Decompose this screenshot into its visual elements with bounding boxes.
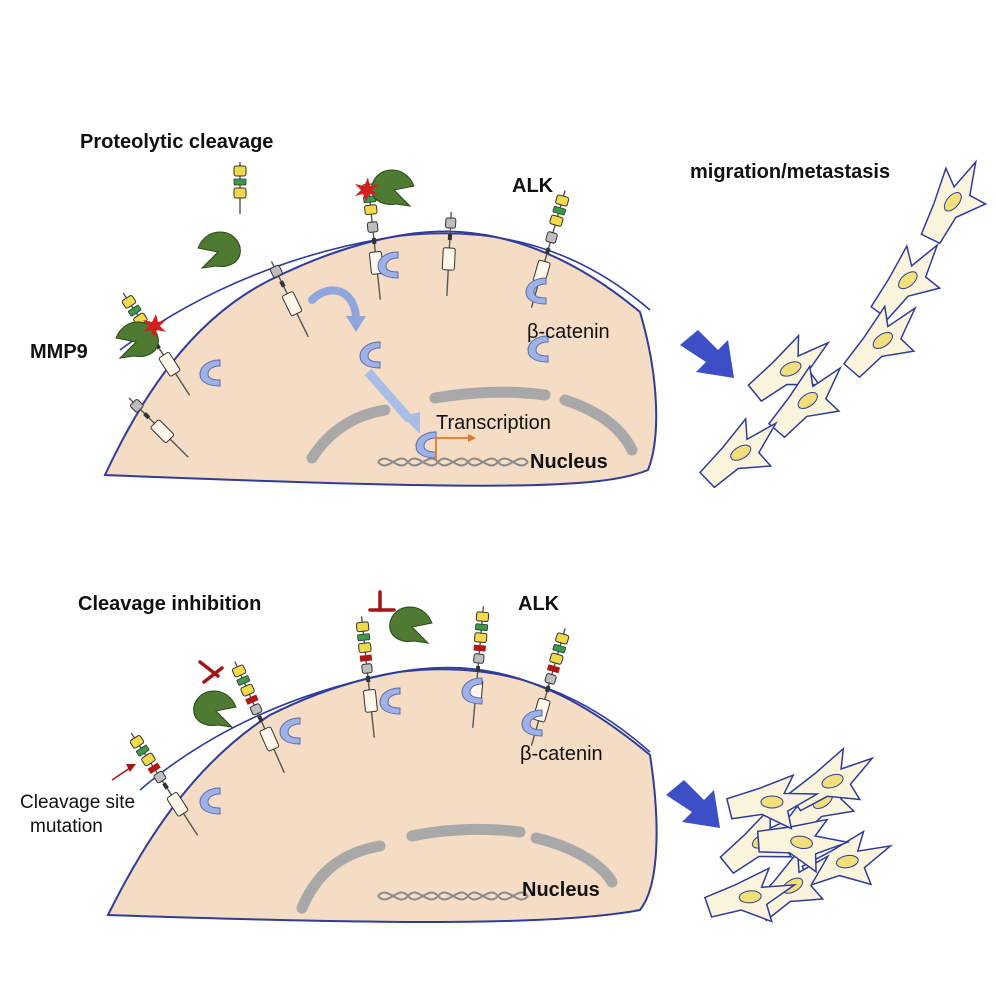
bottom-nuclear-envelope [296,840,386,914]
bottom-nuclear-envelope-3 [530,832,618,888]
bottom-clustered-cells [701,745,893,931]
bottom-mutation-label-line2: mutation [30,816,103,837]
bottom-mmp9-protease-icon [193,690,237,728]
top-nuclear-envelope-2 [429,386,551,404]
bottom-nuclear-envelope-2 [406,823,526,842]
top-transcription-label: Transcription [436,412,551,434]
top-nuclear-envelope-3 [559,394,638,456]
bottom-nucleus-label: Nucleus [522,879,600,901]
bottom-mutation-pointer [111,767,131,781]
top-translocation-arrow [308,286,360,322]
top-mmp9-protease-icon [197,231,241,269]
top-nucleus-label: Nucleus [530,451,608,473]
top-shed-ecd-fragment [233,161,247,215]
top-cell-body [103,230,658,487]
top-nuclear-envelope [306,404,391,464]
top-beta-catenin-label: β-catenin [527,321,610,343]
clustered-cell [701,857,798,931]
bottom-panel: Cleavage inhibition ALK β-catenin Cleava… [20,590,893,931]
bottom-inhibition-icon [198,660,224,684]
top-transcription-arrow-head [468,434,476,442]
top-mmp9-label: MMP9 [30,341,88,363]
bottom-title: Cleavage inhibition [78,593,261,615]
migrating-cell [853,233,958,324]
migrating-cell [897,151,996,250]
bottom-mutation-pointer-head [126,764,136,772]
top-migrating-cells [688,151,996,491]
bottom-mmp9-protease-icon-2 [389,606,433,644]
top-nuclear-entry-arrow-head [402,412,420,434]
bottom-cell-body [106,666,658,923]
top-cleavage-star-icon [355,178,378,202]
bottom-mutation-label-line1: Cleavage site [20,792,135,813]
bottom-inhibition-icon-2 [368,590,396,612]
bottom-outer-membrane [139,668,651,791]
top-mmp9-protease-icon-2 [371,169,415,207]
top-title: Proteolytic cleavage [80,131,273,153]
top-panel: Proteolytic cleavage ALK MMP9 β-catenin … [30,131,996,491]
top-nuclear-entry-arrow [364,369,414,423]
top-outer-membrane [119,232,651,351]
top-outcome-arrow [680,330,734,378]
top-alk-label: ALK [512,175,554,197]
bottom-alk-label: ALK [518,593,560,615]
top-cleavage-star-icon-2 [143,314,166,338]
bottom-beta-catenin-label: β-catenin [520,743,603,765]
top-transcription-arrow [435,437,468,460]
bottom-outcome-arrow [666,780,720,828]
top-translocation-arrow-head [346,316,366,332]
top-outcome-label: migration/metastasis [690,161,890,183]
